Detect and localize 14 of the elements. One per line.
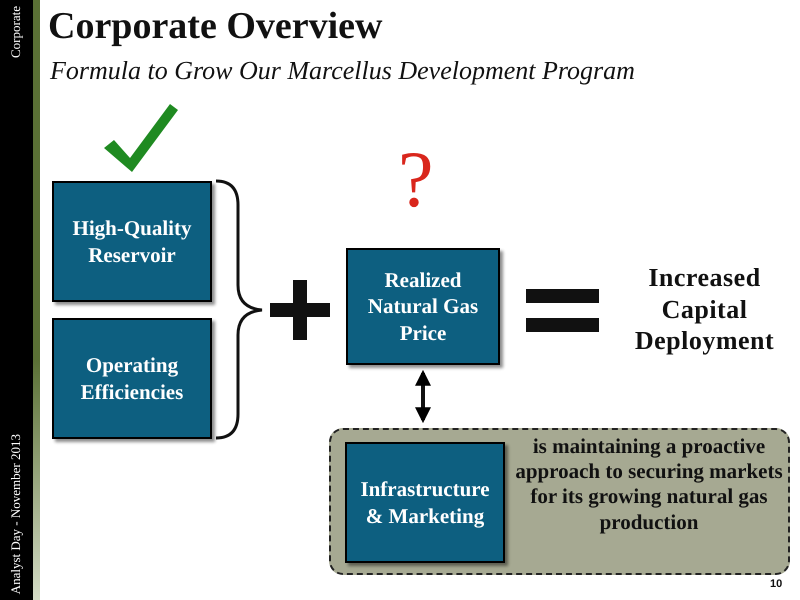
process-box: High-Quality Reservoir xyxy=(52,181,212,302)
page-number: 10 xyxy=(770,578,782,590)
dashed-panel xyxy=(329,428,790,575)
subtitle: Formula to Grow Our Marcellus Development Program xyxy=(50,56,635,86)
event-label: Analyst Day - November 2013 xyxy=(7,434,24,594)
section-label: Corporate xyxy=(7,6,24,58)
result-text: Increased Capital Deployment xyxy=(634,262,776,358)
process-box: Infrastructure & Marketing xyxy=(345,442,505,563)
panel-text: is maintaining a proactive approach to securing markets for its growing natural gas production xyxy=(514,434,784,535)
process-box: Operating Efficiencies xyxy=(52,318,212,439)
process-box: Realized Natural Gas Price xyxy=(346,248,500,365)
title: Corporate Overview xyxy=(48,4,382,48)
double-arrow xyxy=(415,370,431,424)
question-mark: ? xyxy=(398,140,434,220)
